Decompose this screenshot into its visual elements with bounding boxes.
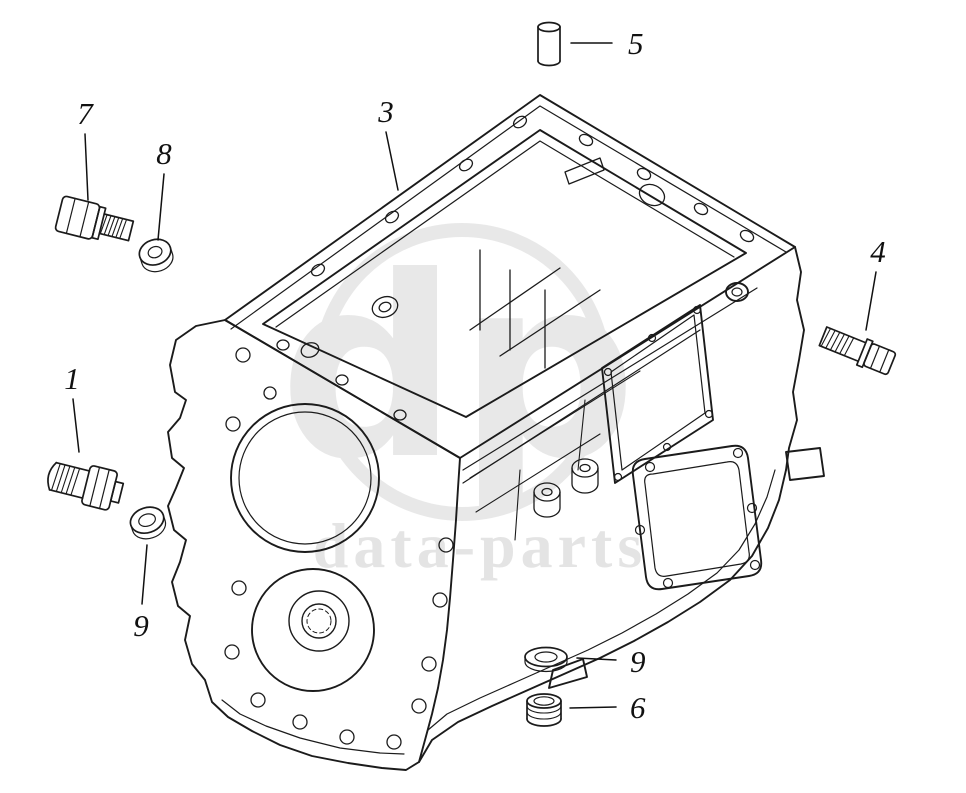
mount-foot: [548, 658, 588, 689]
leader-line-6: [569, 706, 617, 709]
upper-bore: [230, 403, 380, 553]
watermark: dp data-parts: [279, 223, 647, 581]
front-face-bolt-holes: [224, 347, 454, 750]
callout-6: 6: [630, 690, 646, 725]
part-7-hex-plug: [54, 195, 135, 242]
front-face-bores: [230, 403, 380, 692]
leader-line-8: [157, 173, 165, 241]
part-1-plug: [47, 461, 125, 511]
leader-line-1: [72, 398, 80, 453]
housing-drawing: [167, 94, 825, 771]
callout-1: 1: [64, 361, 80, 396]
right-face: [418, 246, 825, 763]
callout-3: 3: [377, 94, 394, 129]
gasket-flange: [631, 444, 763, 591]
right-edge-tab: [785, 447, 825, 481]
callout-7: 7: [77, 96, 94, 131]
leader-line-7: [84, 133, 89, 201]
part-6-drain-plug: [526, 693, 562, 727]
callout-9-right: 9: [630, 644, 646, 679]
part-9-washer-left: [129, 506, 167, 540]
callout-5: 5: [628, 26, 644, 61]
side-cover-plate: [601, 304, 714, 484]
flange-bolt-holes: [276, 115, 755, 421]
leader-line-3: [385, 131, 399, 191]
part-5-pin: [537, 21, 561, 67]
leader-line-9-left: [141, 544, 148, 605]
leader-line-4: [865, 271, 877, 331]
leader-line-9-right: [576, 657, 617, 661]
callout-8: 8: [156, 136, 172, 171]
callout-9-left: 9: [133, 608, 149, 643]
part-4-bolt: [818, 326, 897, 376]
part-8-washer: [138, 238, 174, 273]
callout-labels: 7 8 3 5 4 1 9 9 6: [64, 26, 886, 725]
callout-4: 4: [870, 234, 886, 269]
right-face-boss-hole: [725, 282, 749, 302]
lower-bore: [251, 568, 375, 692]
front-face: [167, 319, 461, 771]
watermark-site-text: data-parts: [313, 510, 647, 581]
interior-details: [300, 157, 666, 518]
watermark-logo: dp: [279, 223, 637, 514]
part-9-washer-right: [524, 646, 568, 673]
